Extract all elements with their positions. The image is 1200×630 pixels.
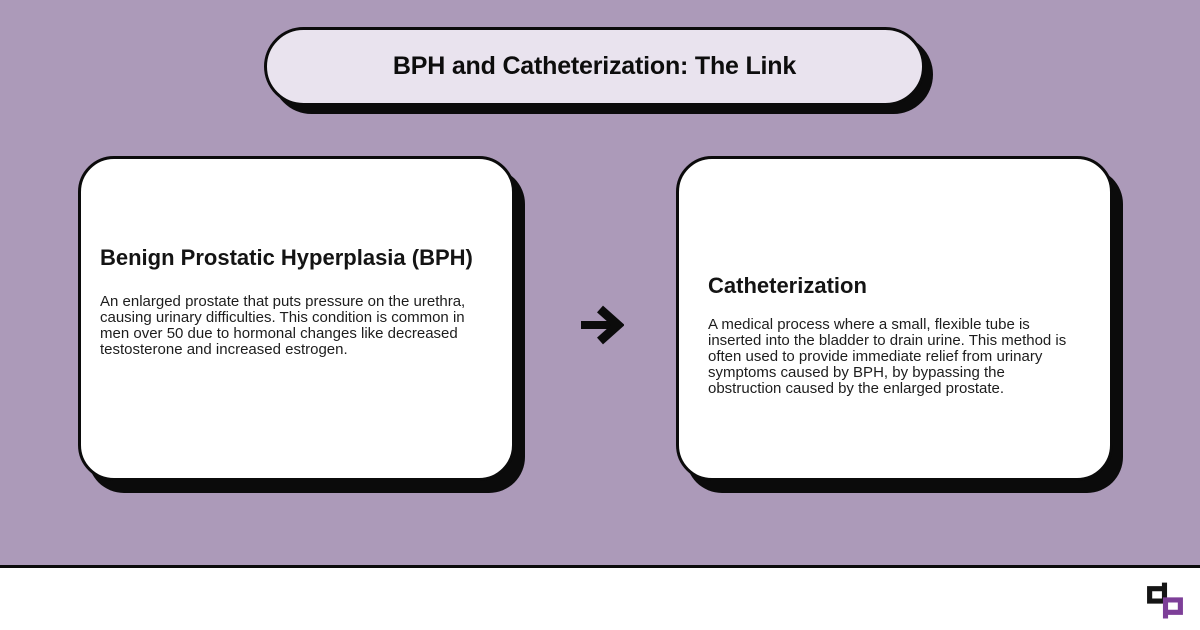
card-catheterization-heading: Catheterization: [708, 273, 867, 298]
card-catheterization: Catheterization A medical process where …: [676, 156, 1113, 481]
card-bph-heading: Benign Prostatic Hyperplasia (BPH): [100, 245, 473, 270]
page-title: BPH and Catheterization: The Link: [392, 52, 797, 80]
footer-bar: [0, 565, 1200, 630]
card-bph-body: An enlarged prostate that puts pressure …: [100, 293, 466, 358]
card-catheterization-body: A medical process where a small, flexibl…: [708, 316, 1067, 397]
card-bph: Benign Prostatic Hyperplasia (BPH) An en…: [78, 156, 515, 481]
right-arrow-icon: [578, 303, 624, 347]
dp-monogram-logo-icon: [1146, 580, 1184, 621]
title-banner: BPH and Catheterization: The Link: [264, 27, 925, 106]
